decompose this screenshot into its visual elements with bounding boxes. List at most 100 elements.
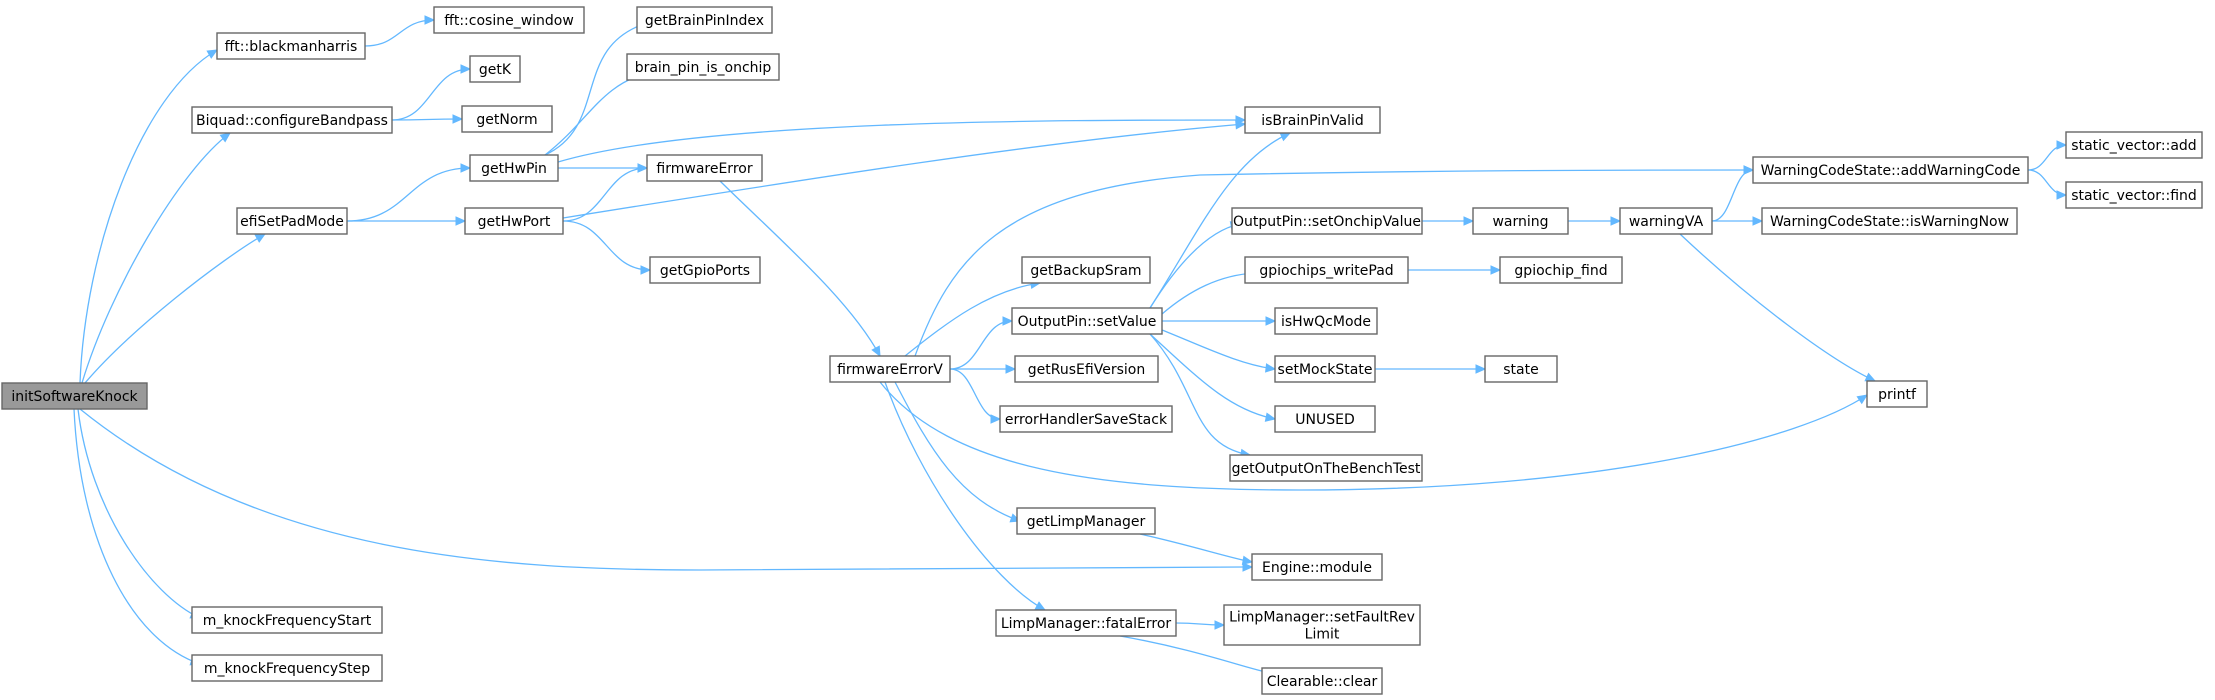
edge-arrowhead [1856,394,1869,405]
node-get-hw-port[interactable]: getHwPort [464,207,564,235]
node-label: warningVA [1629,214,1704,230]
node-get-brain-pin-index[interactable]: getBrainPinIndex [636,6,773,34]
node-box [1244,106,1381,134]
node-warning-va[interactable]: warningVA [1619,207,1713,235]
edge-arrowhead [1265,363,1277,373]
edge-init-software-knock-to-m-knock-frequency-start [77,408,201,619]
node-m-knock-frequency-step[interactable]: m_knockFrequencyStep [191,654,383,682]
node-brain-pin-is-onchip[interactable]: brain_pin_is_onchip [626,53,780,81]
edge-arrowhead [219,132,231,143]
edge-firmware-error-v-to-get-backup-sram [904,282,1041,357]
edge-arrowhead [2056,140,2068,150]
node-warning[interactable]: warning [1472,207,1569,235]
node-state[interactable]: state [1484,355,1558,383]
edge-arrowhead [637,163,649,173]
node-box [1014,355,1159,383]
node-box [1274,307,1378,335]
edge-add-warning-code-to-static-vector-find [2027,169,2067,196]
node-box [469,154,559,182]
node-cosine-window[interactable]: fft::cosine_window [433,6,585,34]
node-is-brain-pin-valid[interactable]: isBrainPinValid [1244,106,1381,134]
node-m-knock-frequency-start[interactable]: m_knockFrequencyStart [191,606,383,634]
node-box [1223,604,1421,646]
node-get-k[interactable]: getK [469,55,521,83]
node-gpiochips-write-pad[interactable]: gpiochips_writePad [1244,256,1409,284]
edge-arrowhead [424,15,436,25]
node-get-norm[interactable]: getNorm [461,105,553,133]
node-engine-module[interactable]: Engine::module [1251,553,1383,581]
node-firmware-error-v[interactable]: firmwareErrorV [829,355,951,383]
node-label: brain_pin_is_onchip [635,60,772,76]
node-label: fft::cosine_window [444,13,574,29]
node-get-limp-manager[interactable]: getLimpManager [1016,507,1156,535]
edge-output-pin-set-value-to-set-onchip-value [1149,223,1241,309]
edge-firmware-error-v-to-add-warning-code [914,169,1754,357]
edge-init-software-knock-to-efi-set-pad-mode [84,233,266,384]
edge-arrowhead [1752,216,1764,226]
node-box [191,606,383,634]
node-box [995,609,1177,637]
node-box [1499,256,1623,284]
node-fatal-error[interactable]: LimpManager::fatalError [995,609,1177,637]
node-configure-bandpass[interactable]: Biquad::configureBandpass [191,106,393,134]
node-label: static_vector::find [2071,188,2197,204]
node-label: firmwareError [656,161,752,177]
node-label: firmwareErrorV [837,362,943,378]
node-gpiochip-find[interactable]: gpiochip_find [1499,256,1623,284]
edge-init-software-knock-to-m-knock-frequency-step [73,408,201,665]
node-box [646,154,763,182]
node-label: getBrainPinIndex [645,13,764,29]
node-label: Clearable::clear [1267,674,1378,690]
node-box [636,6,773,34]
node-get-output-on-the-bench-test[interactable]: getOutputOnTheBenchTest [1229,454,1423,482]
node-label: OutputPin::setOnchipValue [1233,214,1421,230]
edge-arrowhead [1463,216,1475,226]
edge-arrowhead [990,414,1002,424]
node-box [1251,553,1383,581]
node-label: getHwPin [481,161,547,177]
node-label: gpiochips_writePad [1259,263,1393,279]
node-static-vector-find[interactable]: static_vector::find [2065,181,2203,209]
node-is-hw-qc-mode[interactable]: isHwQcMode [1274,307,1378,335]
node-get-rus-efi-version[interactable]: getRusEfiVersion [1014,355,1159,383]
edge-firmware-error-v-to-printf [879,381,1868,491]
node-get-hw-pin[interactable]: getHwPin [469,154,559,182]
node-get-gpio-ports[interactable]: getGpioPorts [649,256,761,284]
node-label: Limit [1305,627,1340,643]
node-label: m_knockFrequencyStep [204,661,370,677]
node-label: LimpManager::fatalError [1001,616,1172,632]
node-label: getOutputOnTheBenchTest [1232,461,1421,477]
node-label: getK [479,62,512,78]
node-firmware-error[interactable]: firmwareError [646,154,763,182]
edge-arrowhead [1034,601,1047,611]
node-efi-set-pad-mode[interactable]: efiSetPadMode [236,207,348,235]
node-init-software-knock[interactable]: initSoftwareKnock [1,382,148,410]
node-clear[interactable]: Clearable::clear [1261,667,1383,695]
node-printf[interactable]: printf [1866,380,1928,408]
node-set-onchip-value[interactable]: OutputPin::setOnchipValue [1231,207,1423,235]
node-unused[interactable]: UNUSED [1274,405,1376,433]
node-error-handler-save-stack[interactable]: errorHandlerSaveStack [999,405,1173,433]
edge-output-pin-set-value-to-get-output-on-the-bench-test [1149,333,1251,456]
edge-arrowhead [460,163,472,173]
node-label: static_vector::add [2071,138,2196,154]
edge-warning-va-to-printf [1679,233,1876,382]
node-blackmanharris[interactable]: fft::blackmanharris [216,32,366,60]
node-static-vector-add[interactable]: static_vector::add [2065,131,2203,159]
node-label: setMockState [1278,362,1373,378]
node-add-warning-code[interactable]: WarningCodeState::addWarningCode [1752,156,2029,184]
node-set-mock-state[interactable]: setMockState [1274,355,1376,383]
edge-output-pin-set-value-to-is-brain-pin-valid [1149,132,1291,309]
edge-firmware-error-to-firmware-error-v [719,180,881,357]
node-box [236,207,348,235]
node-box [1016,507,1156,535]
node-label: gpiochip_find [1514,263,1607,279]
node-get-backup-sram[interactable]: getBackupSram [1021,256,1151,284]
node-is-warning-now[interactable]: WarningCodeState::isWarningNow [1761,207,2018,235]
node-output-pin-set-value[interactable]: OutputPin::setValue [1011,307,1163,335]
node-box [1021,256,1151,284]
node-box [1866,380,1928,408]
edge-output-pin-set-value-to-set-mock-state [1161,329,1276,370]
